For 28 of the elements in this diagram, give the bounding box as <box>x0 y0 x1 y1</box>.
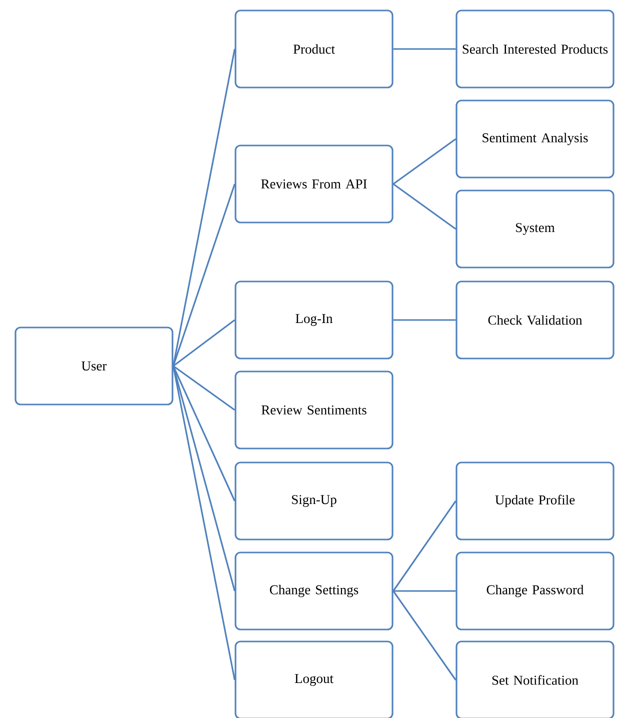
process-box: Change Settings <box>234 552 394 630</box>
process-box: Search Interested Products <box>456 10 614 88</box>
connector-line <box>172 319 236 367</box>
process-box: Sentiment Analysis <box>456 100 614 178</box>
process-box: Review Sentiments <box>234 370 394 450</box>
connector-line <box>172 366 236 502</box>
connector-line <box>392 590 456 680</box>
process-box: Check Validation <box>456 280 614 360</box>
process-box: Sign-Up <box>234 462 394 540</box>
process-box: Logout <box>234 640 394 718</box>
process-box: Set Notification <box>456 640 614 718</box>
connector-line <box>172 365 236 411</box>
connector-line <box>172 184 236 366</box>
connector-line <box>392 138 456 185</box>
connector-line <box>392 500 456 592</box>
process-box: Product <box>234 10 394 88</box>
connector-line <box>393 590 456 592</box>
process-box: User <box>14 326 174 406</box>
process-box: Reviews From API <box>234 144 394 224</box>
process-box: System <box>456 190 614 268</box>
process-box: Change Password <box>456 552 614 630</box>
connector-line <box>393 48 456 50</box>
connector-line <box>392 183 456 230</box>
process-box: Log-In <box>234 280 394 360</box>
connector-line <box>172 366 236 680</box>
connector-line <box>172 48 236 366</box>
process-box: Update Profile <box>456 462 614 540</box>
connector-line <box>393 319 456 321</box>
